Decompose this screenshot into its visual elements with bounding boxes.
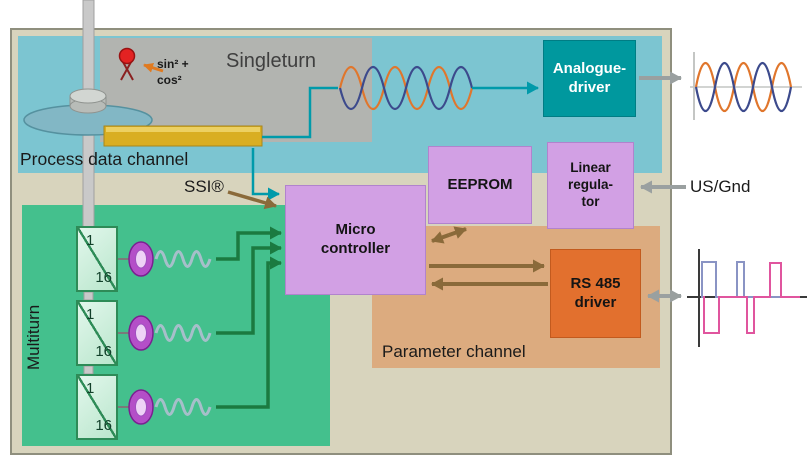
- linear-regulator-label-line3: tor: [581, 193, 600, 209]
- micro-controller-label-line1: Micro: [335, 221, 376, 239]
- gear-ratio-denominator: 16: [95, 269, 112, 286]
- digital-pulse-blue: [701, 261, 792, 298]
- output-cosine-navy: [694, 62, 793, 112]
- sincos-formula-line1: sin² +: [157, 57, 189, 71]
- gear-stage-1: 1 16: [76, 226, 118, 292]
- gear-stage-3: 1 16: [76, 374, 118, 440]
- gear-ratio-numerator: 1: [86, 232, 95, 249]
- parameter-channel-label: Parameter channel: [382, 342, 526, 361]
- analogue-driver-block: Analogue- driver: [543, 40, 636, 117]
- rs485-driver-label-line1: RS 485: [570, 274, 621, 292]
- rs485-driver-block: RS 485 driver: [550, 249, 641, 338]
- digital-pulse-pink: [703, 262, 800, 334]
- ssi-label: SSI®: [184, 177, 224, 196]
- sincos-formula-line2: cos²: [157, 72, 182, 87]
- process-data-channel-label: Process data channel: [20, 149, 189, 169]
- eeprom-label: EEPROM: [447, 175, 513, 193]
- analogue-driver-label-line1: Analogue-: [552, 59, 627, 77]
- gear-ratio-denominator: 16: [95, 417, 112, 434]
- singleturn-label: Singleturn: [226, 50, 317, 72]
- gear-ratio-numerator: 1: [86, 380, 95, 397]
- multiturn-label: Multiturn: [24, 304, 43, 370]
- usgnd-label: US/Gnd: [690, 177, 751, 196]
- linear-regulator-block: Linear regula- tor: [547, 142, 634, 229]
- linear-regulator-label-line1: Linear: [570, 160, 611, 176]
- gear-ratio-numerator: 1: [86, 306, 95, 323]
- gear-ratio-denominator: 16: [95, 343, 112, 360]
- multiturn-region: [22, 205, 330, 446]
- micro-controller-block: Micro controller: [285, 185, 426, 295]
- output-sine-orange: [694, 62, 793, 112]
- gear-stage-2: 1 16: [76, 300, 118, 366]
- digital-output-waveform: [687, 249, 807, 347]
- linear-regulator-label-line2: regula-: [567, 177, 613, 193]
- eeprom-block: EEPROM: [428, 146, 532, 224]
- analogue-driver-label-line2: driver: [568, 78, 611, 96]
- rs485-driver-label-line2: driver: [574, 293, 617, 311]
- micro-controller-label-line2: controller: [320, 240, 391, 257]
- sincos-formula-label: sin² + cos²: [157, 57, 189, 88]
- analogue-output-waveform: [690, 52, 802, 120]
